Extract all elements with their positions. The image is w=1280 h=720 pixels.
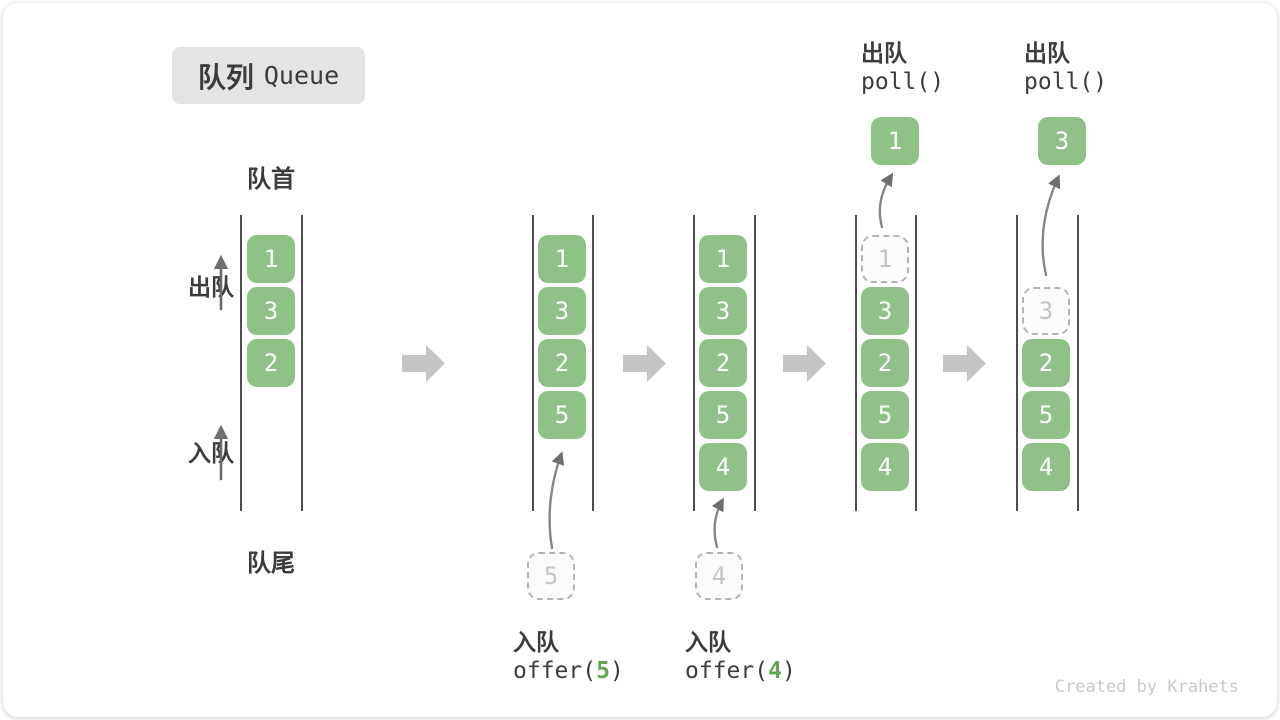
label-queue-front: 队首 [247, 166, 295, 193]
queue1-cell: 3 [247, 287, 295, 335]
label-dequeue-side: 出队 [188, 274, 234, 300]
queue4-popped-value: 1 [871, 117, 919, 165]
queue4-cell: 3 [861, 287, 909, 335]
queue-wall [1077, 215, 1079, 511]
queue1-cell: 2 [247, 339, 295, 387]
queue-wall [754, 215, 756, 511]
step-arrow-icon [623, 345, 666, 382]
queue3-cell: 5 [699, 391, 747, 439]
queue-wall [592, 215, 594, 511]
offer1-code: offer(5) [513, 658, 624, 684]
queue-wall [915, 215, 917, 511]
offer1-arg: 5 [596, 658, 610, 684]
queue4-removed-ghost: 1 [861, 235, 909, 283]
title-en: Queue [263, 61, 340, 90]
offer2-label: 入队 [685, 629, 731, 655]
credit-text: Created by Krahets [1054, 677, 1239, 697]
queue5-removed-ghost: 3 [1022, 287, 1070, 335]
offer2-code: offer(4) [685, 658, 796, 684]
offer2-arg: 4 [768, 658, 782, 684]
offer2-move-arrow [711, 497, 724, 549]
poll2-label: 出队 [1024, 40, 1070, 66]
step-arrow-icon [402, 345, 445, 382]
queue-wall [693, 215, 695, 511]
title-cn: 队列 [197, 61, 254, 93]
poll2-code: poll() [1024, 69, 1108, 95]
queue5-cell: 5 [1022, 391, 1070, 439]
label-queue-rear: 队尾 [247, 550, 295, 577]
queue5-cell: 2 [1022, 339, 1070, 387]
queue4-cell: 4 [861, 443, 909, 491]
queue3-cell: 3 [699, 287, 747, 335]
queue-wall [532, 215, 534, 511]
queue3-cell: 4 [699, 443, 747, 491]
queue-wall [1016, 215, 1018, 511]
queue2-cell: 5 [538, 391, 586, 439]
queue2-incoming-ghost: 5 [527, 552, 575, 600]
canvas-card: 队列 Queue 队首 队尾 出队 入队 1 3 2 1 3 2 5 5 1 3… [3, 3, 1277, 717]
queue-wall [855, 215, 857, 511]
poll1-code: poll() [861, 69, 945, 95]
queue4-cell: 2 [861, 339, 909, 387]
queue5-cell: 4 [1022, 443, 1070, 491]
poll2-move-arrow [1041, 174, 1061, 277]
queue2-cell: 2 [538, 339, 586, 387]
offer1-move-arrow [548, 451, 565, 550]
label-enqueue-side: 入队 [188, 440, 234, 466]
offer1-label: 入队 [513, 629, 559, 655]
queue3-incoming-ghost: 4 [695, 552, 743, 600]
queue1-cell: 1 [247, 235, 295, 283]
queue5-popped-value: 3 [1038, 117, 1086, 165]
queue-wall [240, 215, 242, 511]
offer1-code-prefix: offer( [513, 658, 597, 684]
poll1-move-arrow [878, 172, 894, 229]
queue4-cell: 5 [861, 391, 909, 439]
offer2-code-suffix: ) [781, 658, 796, 684]
offer1-code-suffix: ) [609, 658, 624, 684]
title-badge: 队列 Queue [172, 47, 365, 104]
queue3-cell: 2 [699, 339, 747, 387]
queue2-cell: 1 [538, 235, 586, 283]
step-arrow-icon [783, 345, 826, 382]
queue2-cell: 3 [538, 287, 586, 335]
queue3-cell: 1 [699, 235, 747, 283]
poll1-label: 出队 [861, 40, 907, 66]
step-arrow-icon [943, 345, 986, 382]
offer2-code-prefix: offer( [685, 658, 769, 684]
queue-wall [301, 215, 303, 511]
